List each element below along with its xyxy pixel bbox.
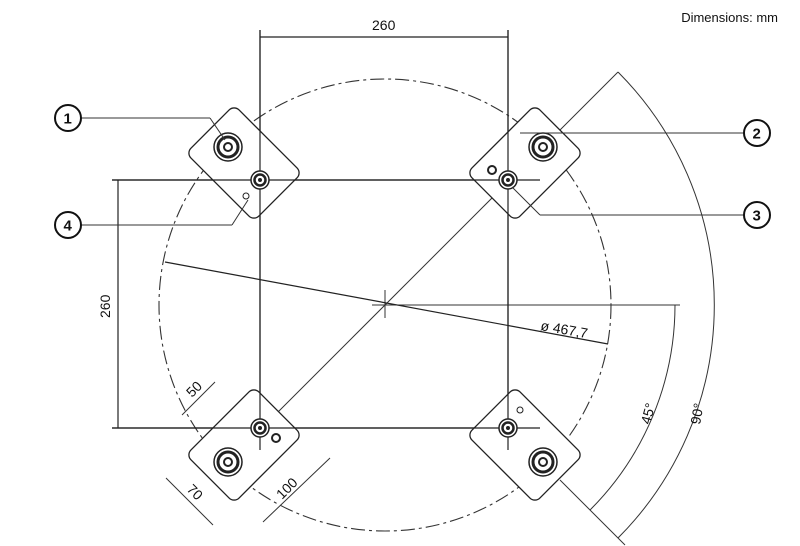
dimension-top: 260 (260, 17, 508, 38)
callout-3: 3 (511, 186, 771, 229)
dim-50-label: 50 (183, 378, 205, 400)
units-note: Dimensions: mm (681, 10, 778, 25)
mounting-bolt (242, 165, 524, 443)
pad-top-left (188, 107, 300, 219)
callout-3-label: 3 (753, 208, 761, 225)
dimension-left: 260 (97, 180, 119, 428)
dim-top-label: 260 (372, 17, 396, 33)
dim-diameter-label: ø 467,7 (539, 317, 589, 341)
callout-4-label: 4 (64, 218, 73, 235)
pad-top-right (469, 107, 581, 219)
callout-1-label: 1 (64, 111, 72, 128)
angle-90-label: 90° (687, 402, 706, 426)
pad-bottom-left (188, 389, 300, 501)
dimension-angles: 45° 90° (559, 71, 715, 546)
dimension-diameter: ø 467,7 (164, 261, 609, 345)
callout-4: 4 (54, 199, 249, 239)
callout-2: 2 (520, 119, 771, 147)
adjustable-foot (213, 132, 558, 477)
dim-100-label: 100 (273, 474, 301, 502)
dim-left-label: 260 (97, 294, 113, 318)
callout-1: 1 (54, 104, 226, 141)
angle-45-label: 45° (637, 401, 658, 426)
callout-2-label: 2 (753, 126, 761, 143)
pattern-lines-over-pads (112, 30, 540, 450)
